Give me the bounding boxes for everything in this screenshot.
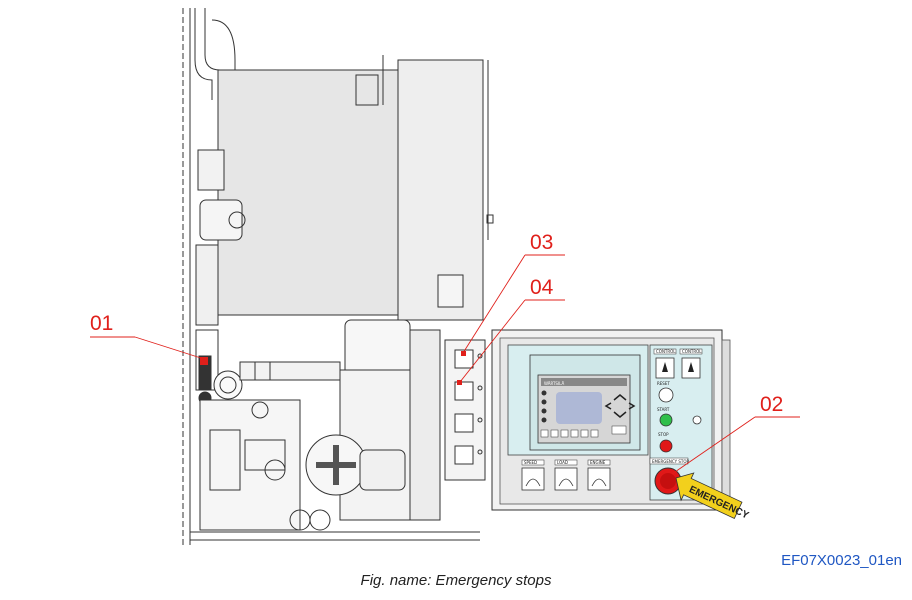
document-code: EF07X0023_01en [781,552,902,569]
callout-01: 01 [90,312,113,335]
control-switch-label: CONTROL [656,349,676,354]
stop-label: STOP [658,432,669,437]
control-switch-label: CONTROL [682,349,702,354]
reset-label: RESET [657,381,670,386]
gauge-label: ENGINE [590,460,606,465]
reset-button[interactable] [658,387,674,403]
engine-line-art [182,8,494,545]
callout-03: 03 [530,231,553,254]
callouts [90,254,800,475]
callout-04: 04 [530,276,554,299]
figure-caption: Fig. name: Emergency stops [360,572,552,589]
callout-02: 02 [760,393,783,416]
display-side-icons [541,390,547,423]
stop-button[interactable] [659,439,673,453]
display-soft-keys [540,425,627,438]
display-blurred-content [556,392,602,424]
display-brand: WÄRTSILÄ [544,381,564,386]
gauge-label: LOAD [557,460,568,465]
start-label: START [657,407,670,412]
navigation-arrows-icon [604,394,636,418]
emergency-stop-label: EMERGENCY STOP [652,459,689,464]
indicator-lamp [692,415,702,425]
start-button[interactable] [659,413,673,427]
control-panel: WÄRTSILÄ CONTROL CONTROL RESET [491,329,731,511]
gauge-label: SPEED [524,460,537,465]
selector-knob-icon [662,362,668,372]
gauge-row: SPEED LOAD ENGINE [521,459,611,491]
selector-knob-icon [688,362,694,372]
